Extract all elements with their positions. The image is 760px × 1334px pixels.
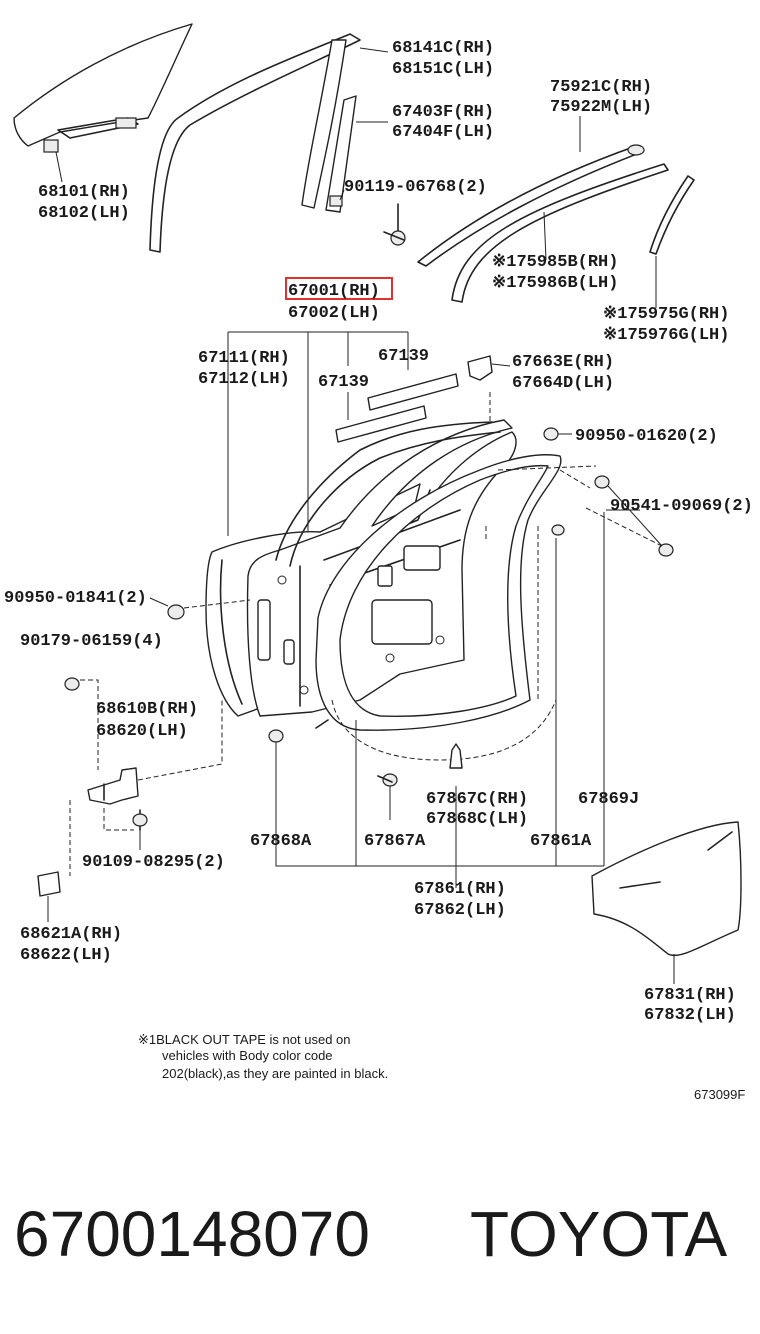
label-68101: 68101(RH) [38, 183, 130, 202]
label-90950-01841: 90950-01841(2) [4, 589, 147, 608]
label-75986b: ※175986B(LH) [492, 274, 618, 293]
label-75976g: ※175976G(LH) [603, 326, 729, 345]
black-out-tape-75985 [451, 163, 669, 303]
label-68621a: 68621A(RH) [20, 925, 122, 944]
label-67867c: 67867C(RH) [426, 790, 528, 809]
clip-90950-01620 [543, 427, 559, 441]
footnote-line-3: 202(black),as they are painted in black. [162, 1066, 388, 1081]
label-67832: 67832(LH) [644, 1006, 736, 1025]
label-67868a: 67868A [250, 832, 312, 851]
label-67867a: 67867A [364, 832, 426, 851]
label-67111: 67111(RH) [198, 349, 290, 368]
door-hinge-68610 [87, 767, 139, 805]
label-90119: 90119-06768(2) [344, 178, 487, 197]
label-67861a: 67861A [530, 832, 592, 851]
label-68620: 68620(LH) [96, 722, 188, 741]
door-hinge-68621 [37, 871, 61, 897]
door-glass [13, 23, 193, 153]
screw-90119 [383, 203, 406, 246]
label-90541-09069: 90541-09069(2) [610, 497, 753, 516]
bolt-90109 [132, 809, 148, 831]
label-75921c: 75921C(RH) [550, 78, 652, 97]
label-67139-lower: 67139 [318, 373, 369, 392]
label-67139-upper: 67139 [378, 347, 429, 366]
label-67664d: 67664D(LH) [512, 374, 614, 393]
service-hole-cover [591, 821, 742, 956]
brand-name: TOYOTA [470, 1198, 728, 1270]
highlight-box [285, 277, 393, 300]
label-67112: 67112(LH) [198, 370, 290, 389]
label-67868c: 67868C(LH) [426, 810, 528, 829]
diagram-code: 673099F [694, 1087, 745, 1102]
label-68151c: 68151C(LH) [392, 60, 494, 79]
part-number: 6700148070 [14, 1198, 370, 1270]
clip-67867c [449, 743, 463, 769]
pillar-molding [301, 39, 357, 213]
label-67002: 67002(LH) [288, 304, 380, 323]
label-67663e: 67663E(RH) [512, 353, 614, 372]
label-67869j: 67869J [578, 790, 639, 809]
outer-belt-molding [417, 144, 645, 267]
label-68622: 68622(LH) [20, 946, 112, 965]
frame-molding [149, 33, 361, 253]
label-90950-01620: 90950-01620(2) [575, 427, 718, 446]
label-67403f: 67403F(RH) [392, 103, 494, 122]
label-67831: 67831(RH) [644, 986, 736, 1005]
door-weatherstrip [315, 454, 562, 731]
leader-68101 [55, 151, 63, 183]
label-90179-06159: 90179-06159(4) [20, 632, 163, 651]
bolt-90179 [64, 677, 80, 691]
weatherstrip-67139 [335, 373, 459, 443]
label-75985b: ※175985B(RH) [492, 253, 618, 272]
label-67862: 67862(LH) [414, 901, 506, 920]
black-out-tape-75975 [649, 175, 695, 255]
clip-67868a [268, 729, 284, 743]
footnote-line-2: vehicles with Body color code [162, 1048, 333, 1063]
label-90109-08295: 90109-08295(2) [82, 853, 225, 872]
footnote-line-1: ※1BLACK OUT TAPE is not used on [138, 1032, 351, 1047]
label-68610b: 68610B(RH) [96, 700, 198, 719]
clip-67663 [467, 355, 493, 381]
labels: 68141C(RH) 68151C(LH) 75921C(RH) 75922M(… [4, 39, 753, 1025]
clip-90541 [551, 475, 674, 557]
label-68141c: 68141C(RH) [392, 39, 494, 58]
label-67404f: 67404F(LH) [392, 123, 494, 142]
footnote: ※1BLACK OUT TAPE is not used on vehicles… [138, 1032, 388, 1081]
label-75975g: ※175975G(RH) [603, 305, 729, 324]
label-68102: 68102(LH) [38, 204, 130, 223]
clip-90950-01841 [167, 604, 185, 620]
label-67001: 67001(RH) [288, 282, 380, 301]
door-inner-frame [246, 419, 517, 717]
clip-67867a [377, 773, 398, 787]
label-75922m: 75922M(LH) [550, 98, 652, 117]
label-67861: 67861(RH) [414, 880, 506, 899]
